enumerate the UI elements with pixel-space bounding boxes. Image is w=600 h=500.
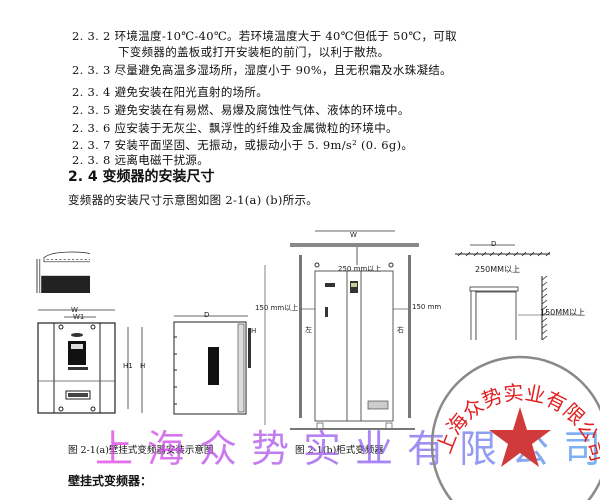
item-2-3-8: 2. 3. 8 远离电磁干扰源。 xyxy=(72,153,210,167)
label-w1: W1 xyxy=(73,313,85,321)
item-2-3-6: 2. 3. 6 应安装于无灰尘、飘浮性的纤维及金属微粒的环境中。 xyxy=(72,121,398,135)
caption-figure-b: 图 2-1(b)柜式变频器 xyxy=(295,442,384,456)
item-2-3-5: 2. 3. 5 避免安装在有易燃、易爆及腐蚀性气体、液体的环境中。 xyxy=(72,103,410,117)
label-h1: H1 xyxy=(123,362,133,370)
company-seal-stamp: 上海众势实业有限公司 xyxy=(430,355,600,500)
star-icon xyxy=(489,407,551,467)
label-w: W xyxy=(71,306,78,314)
subheading-wall-mounted: 壁挂式变频器： xyxy=(68,474,153,488)
item-2-3-2: 2. 3. 2 环境温度-10℃-40℃。若环境温度大于 40℃但低于 50℃，… xyxy=(72,29,457,43)
section-heading: 2. 4 变频器的安装尺寸 xyxy=(68,169,215,185)
cabinet-inverter-diagram xyxy=(264,230,419,430)
item-2-3-3: 2. 3. 3 尽量避免高温多湿场所，湿度小于 90%，且无积霜及水珠凝结。 xyxy=(72,63,452,77)
cabinet-side-clearance-diagram xyxy=(455,244,580,340)
item-2-3-4: 2. 3. 4 避免安装在阳光直射的场所。 xyxy=(72,85,269,99)
label-cab-h: H xyxy=(251,327,257,335)
item-2-3-7: 2. 3. 7 安装平面坚固、无振动，或振动小于 5. 9m/s² (0. 6g… xyxy=(72,138,414,152)
label-c-d: D xyxy=(491,240,497,248)
label-cab-w: W xyxy=(350,231,357,239)
inverter-front-view-diagram xyxy=(37,309,143,414)
label-h: H xyxy=(140,362,146,370)
caption-figure-a: 图 2-1(a)壁挂式变频器安装示意图 xyxy=(68,445,213,456)
label-side-left: 150 mm以上 xyxy=(255,304,299,312)
label-c-top-clearance: 250MM以上 xyxy=(475,265,521,274)
label-d: D xyxy=(204,311,210,319)
intro-text: 变频器的安装尺寸示意图如图 2-1(a) (b)所示。 xyxy=(68,193,319,207)
item-2-3-2-cont: 下变频器的盖板或打开安装柜的前门，以利于散热。 xyxy=(118,45,390,59)
label-top-clearance: 250 mm以上 xyxy=(338,265,382,273)
label-left: 左 xyxy=(305,326,312,334)
label-side-right: 150 mm xyxy=(412,303,442,311)
label-c-side-clearance: 150MM以上 xyxy=(540,308,586,317)
inverter-side-view-diagram xyxy=(173,315,251,415)
inverter-top-view-diagram xyxy=(36,251,90,293)
label-right: 右 xyxy=(397,326,404,334)
